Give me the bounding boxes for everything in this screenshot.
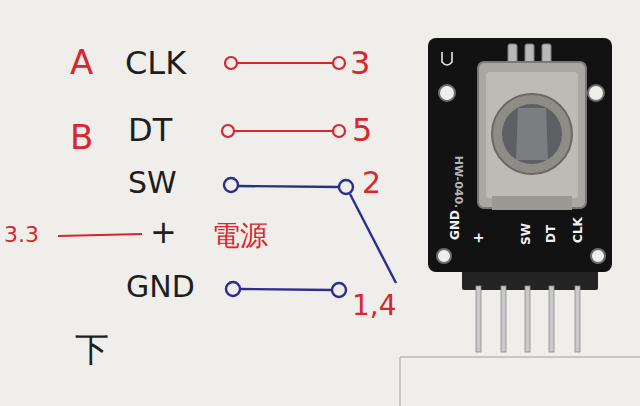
pin-number: 3 [350,45,370,82]
note-char: 下 [75,330,109,369]
pin-name: GND [126,270,195,305]
board-pin-label: DT [545,225,559,243]
board-pin-label: GND [449,210,463,240]
pin-name: SW [128,166,177,201]
pin-number: 2 [362,166,381,201]
paper-edge [400,356,640,358]
power-note: 電源 [212,220,268,252]
paper-edge [399,357,401,406]
board-pin-label: CLK [572,217,586,243]
pin-name: CLK [125,45,186,82]
pin-number: 5 [352,112,372,149]
pin-name: + [150,214,177,251]
model-marking: HW-040. [452,156,465,209]
signal-letter: B [70,118,93,157]
voltage-note: 3.3 [4,222,39,247]
board-pin-label: + [470,232,486,244]
board-pin-label: SW [520,223,534,245]
pin-number: 1,4 [352,290,397,322]
red-wires [58,57,345,236]
signal-letter: A [70,43,93,82]
encoder-module [428,38,612,352]
pin-name: DT [128,112,172,149]
